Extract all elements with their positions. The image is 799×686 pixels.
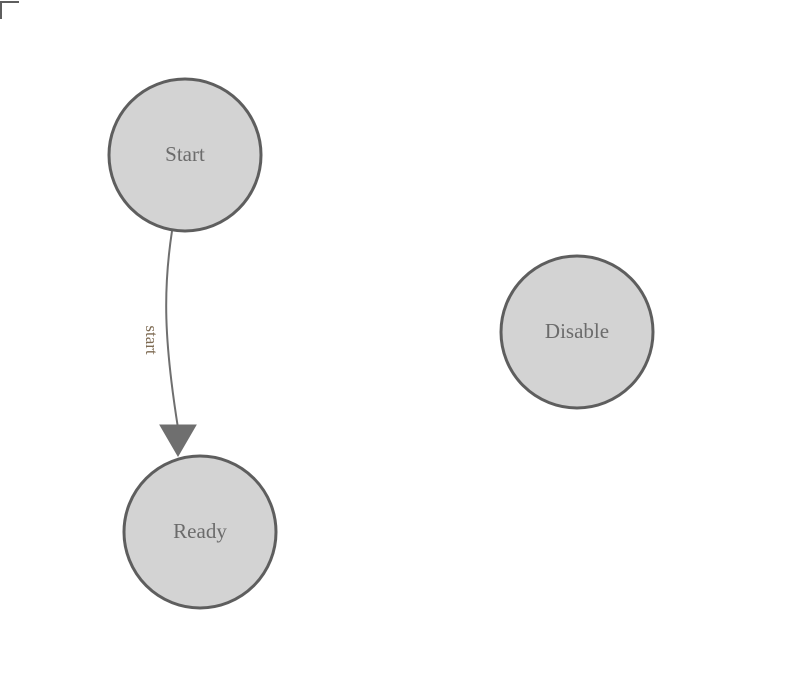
arrowhead-icon [159, 424, 197, 457]
node-ready-shape[interactable] [122, 454, 278, 610]
node-ready-label: Ready [173, 519, 227, 543]
edge-path [165, 230, 179, 429]
node-start[interactable]: Start [107, 77, 263, 233]
edge-label-start: start [142, 325, 161, 355]
node-disable[interactable]: Disable [499, 254, 655, 410]
node-ready[interactable]: Ready [122, 454, 278, 610]
node-start-label: Start [165, 142, 205, 166]
node-start-shape[interactable] [107, 77, 263, 233]
edge-start-to-ready[interactable]: start [142, 230, 197, 457]
node-disable-shape[interactable] [499, 254, 655, 410]
node-disable-label: Disable [545, 319, 609, 343]
corner-bracket-icon [0, 1, 19, 19]
